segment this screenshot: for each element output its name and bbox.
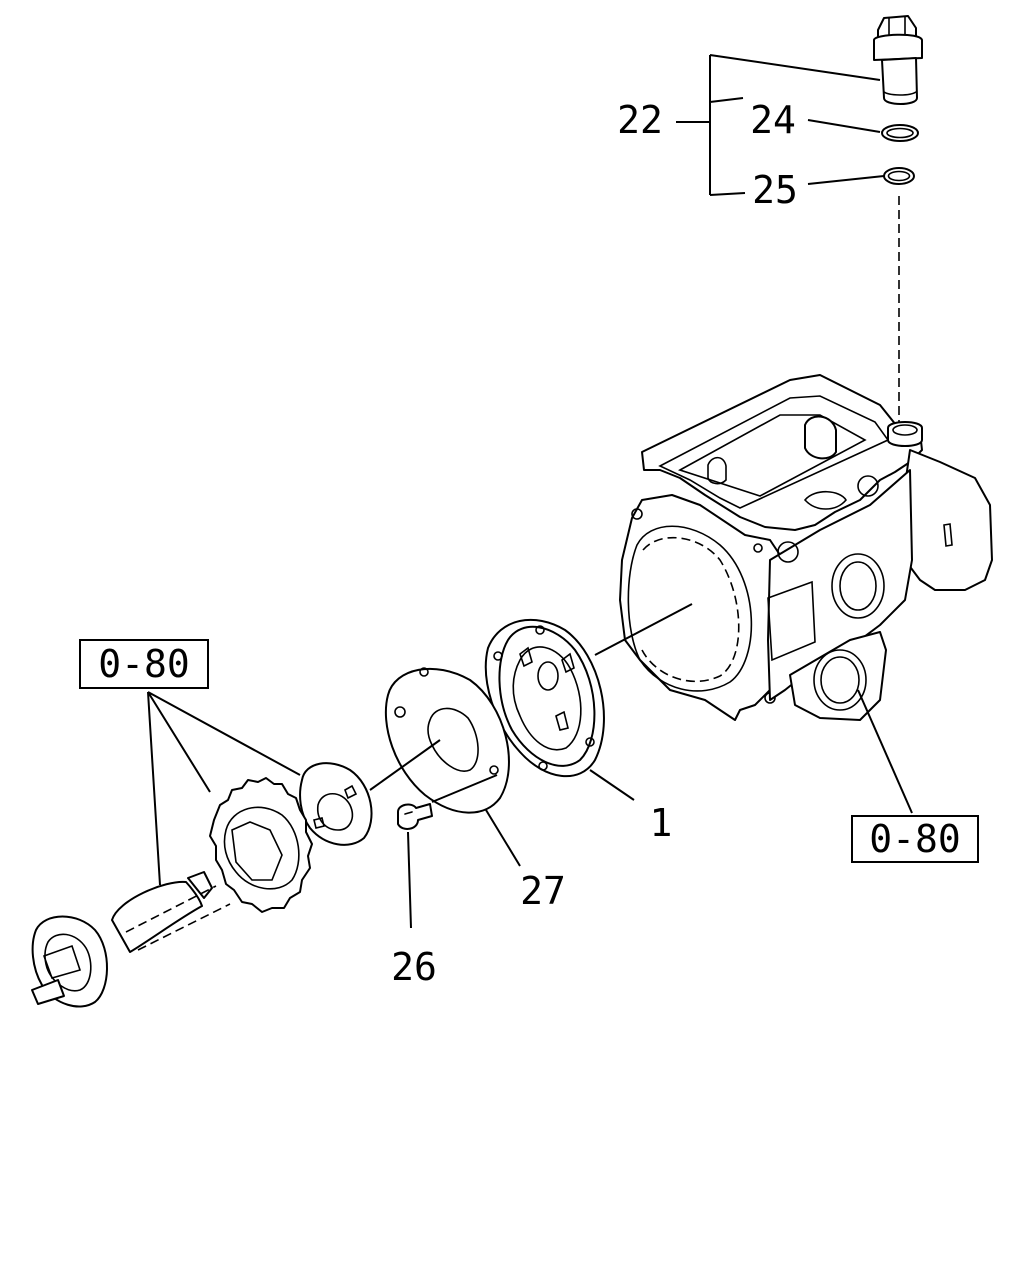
callout-22: 22	[617, 98, 663, 142]
reference-box-left[interactable]: 0-80	[79, 639, 209, 689]
callout-1: 1	[650, 801, 673, 845]
callout-27: 27	[520, 869, 566, 913]
reference-box-right-label: 0-80	[869, 817, 961, 861]
screw-part-26	[397, 803, 433, 830]
callout-25: 25	[752, 168, 798, 212]
drive-gear	[209, 777, 313, 913]
reference-box-left-label: 0-80	[98, 642, 190, 686]
drive-shaft	[31, 871, 231, 1008]
group-bracket-22	[676, 54, 885, 196]
reference-box-right[interactable]: 0-80	[851, 815, 979, 863]
callout-26: 26	[391, 945, 437, 989]
thrust-washer	[299, 762, 373, 846]
plug-bolt-part-24	[873, 15, 923, 105]
pump-housing	[619, 374, 993, 721]
callout-24: 24	[750, 98, 796, 142]
cam-ring-part-1	[484, 618, 605, 778]
